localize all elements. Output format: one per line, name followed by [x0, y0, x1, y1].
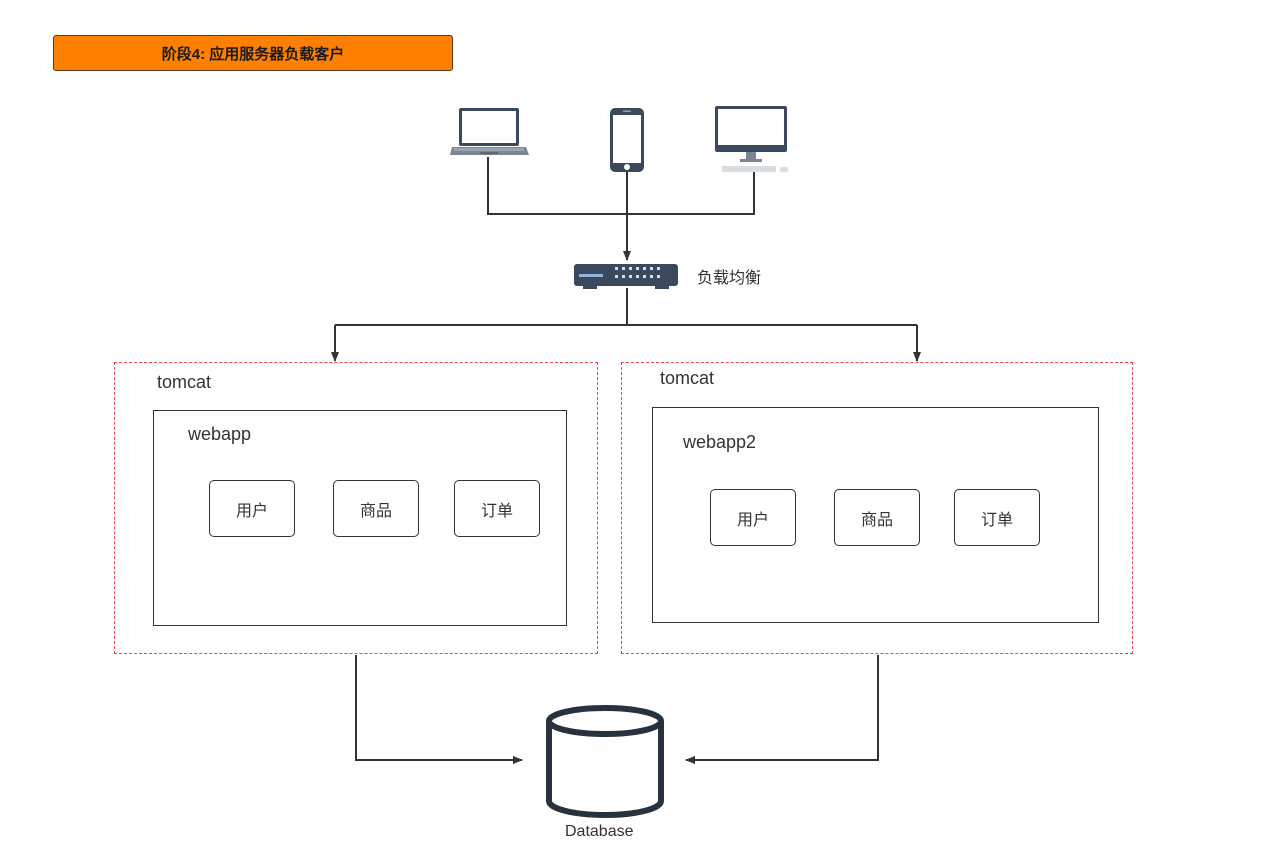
module-product-1: 商品 [333, 480, 419, 537]
database-cylinder-icon [546, 705, 664, 818]
laptop-icon [450, 108, 529, 155]
module-order-2: 订单 [954, 489, 1040, 546]
webapp-1-label: webapp [188, 424, 252, 444]
wire-desktop-to-lb [627, 170, 755, 215]
tomcat-server-2 [621, 362, 1133, 654]
tomcat-server-1 [114, 362, 598, 654]
wire-tomcat-2-to-db [685, 655, 879, 764]
module-user-2: 用户 [710, 489, 796, 546]
wire-tomcat-1-to-db [355, 655, 523, 764]
wire-laptop-to-lb [487, 157, 627, 215]
webapp-2-label: webapp2 [683, 432, 757, 452]
tomcat-2-label: tomcat [660, 368, 715, 388]
module-product-2: 商品 [834, 489, 920, 546]
module-order-1: 订单 [454, 480, 540, 537]
database-label: Database [565, 823, 634, 840]
desktop-computer-icon [715, 106, 788, 172]
tomcat-1-label: tomcat [157, 372, 212, 392]
module-user-1: 用户 [209, 480, 295, 537]
network-switch-icon [574, 264, 678, 289]
stage-title: 阶段4: 应用服务器负载客户 [53, 35, 453, 71]
load-balancer-label: 负载均衡 [697, 270, 762, 287]
smartphone-icon [610, 108, 644, 172]
